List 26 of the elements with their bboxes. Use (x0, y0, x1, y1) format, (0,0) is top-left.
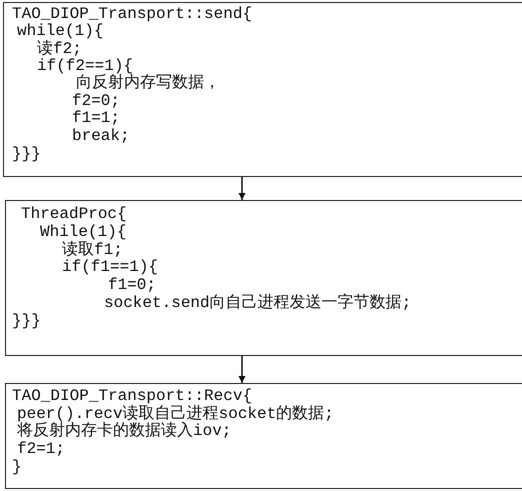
code-line: f1=0; (108, 277, 156, 294)
code-line: }}} (12, 146, 41, 163)
code-line: TAO_DIOP_Transport::Recv{ (12, 388, 252, 405)
code-line: f1=1; (72, 110, 120, 127)
arrow (238, 177, 246, 200)
code-line: 读取f1; (62, 242, 123, 259)
code-line: while(1){ (17, 23, 104, 40)
code-box (3, 2, 522, 177)
code-line: f2=0; (72, 93, 120, 110)
code-line: } (12, 459, 22, 476)
code-line: 读f2; (37, 41, 82, 58)
code-line: peer().recv读取自己进程socket的数据; (17, 406, 334, 423)
code-line: f2=1; (17, 441, 66, 458)
code-line: }}} (12, 313, 41, 330)
code-line: 将反射内存卡的数据读入iov; (17, 423, 232, 440)
code-line: break; (72, 128, 130, 145)
code-line: ThreadProc{ (21, 206, 127, 223)
code-line: TAO_DIOP_Transport::send{ (12, 6, 252, 23)
code-line: socket.send向自己进程发送一字节数据; (104, 295, 412, 312)
code-line: While(1){ (40, 224, 126, 241)
code-line: 向反射内存写数据， (76, 75, 220, 92)
code-box (5, 200, 522, 356)
code-box (5, 383, 522, 489)
arrow (238, 356, 246, 383)
code-line: if(f1==1){ (62, 259, 158, 276)
code-line: if(f2==1){ (37, 58, 134, 75)
